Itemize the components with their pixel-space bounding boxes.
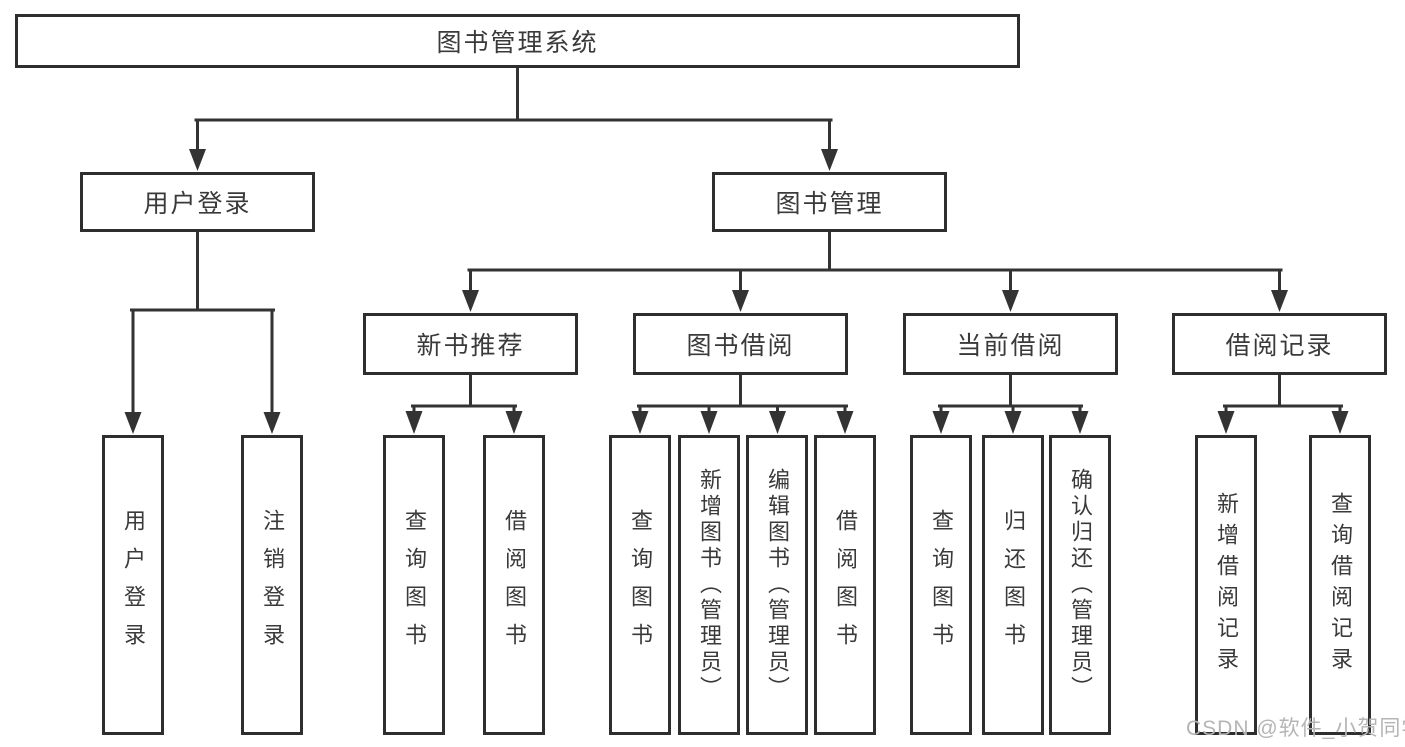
node-book-management: 图书管理 [712,172,947,232]
leaf-edit-books-admin: 编辑图书（管理员） [746,435,808,735]
node-user-login: 用户登录 [80,172,315,232]
node-borrow-records: 借阅记录 [1172,313,1387,375]
leaf-user-login: 用户登录 [102,435,164,735]
leaf-borrow-books-recommend: 借阅图书 [483,435,545,735]
leaf-confirm-return-admin: 确认归还（管理员） [1049,435,1111,735]
leaf-add-books-admin: 新增图书（管理员） [678,435,740,735]
watermark: CSDN @软件_小贺同学 [1186,717,1405,740]
node-book-borrowing: 图书借阅 [633,313,848,375]
leaf-return-books: 归还图书 [982,435,1044,735]
leaf-logout: 注销登录 [241,435,303,735]
node-new-book-recommend: 新书推荐 [363,313,578,375]
leaf-query-books-recommend: 查询图书 [383,435,445,735]
leaf-add-borrow-record: 新增借阅记录 [1195,435,1257,735]
leaf-query-books-borrowing: 查询图书 [609,435,671,735]
node-current-borrowing: 当前借阅 [903,313,1118,375]
node-root: 图书管理系统 [15,14,1020,68]
leaf-query-borrow-record: 查询借阅记录 [1309,435,1371,735]
leaf-borrow-books-borrowing: 借阅图书 [814,435,876,735]
leaf-query-books-current: 查询图书 [910,435,972,735]
